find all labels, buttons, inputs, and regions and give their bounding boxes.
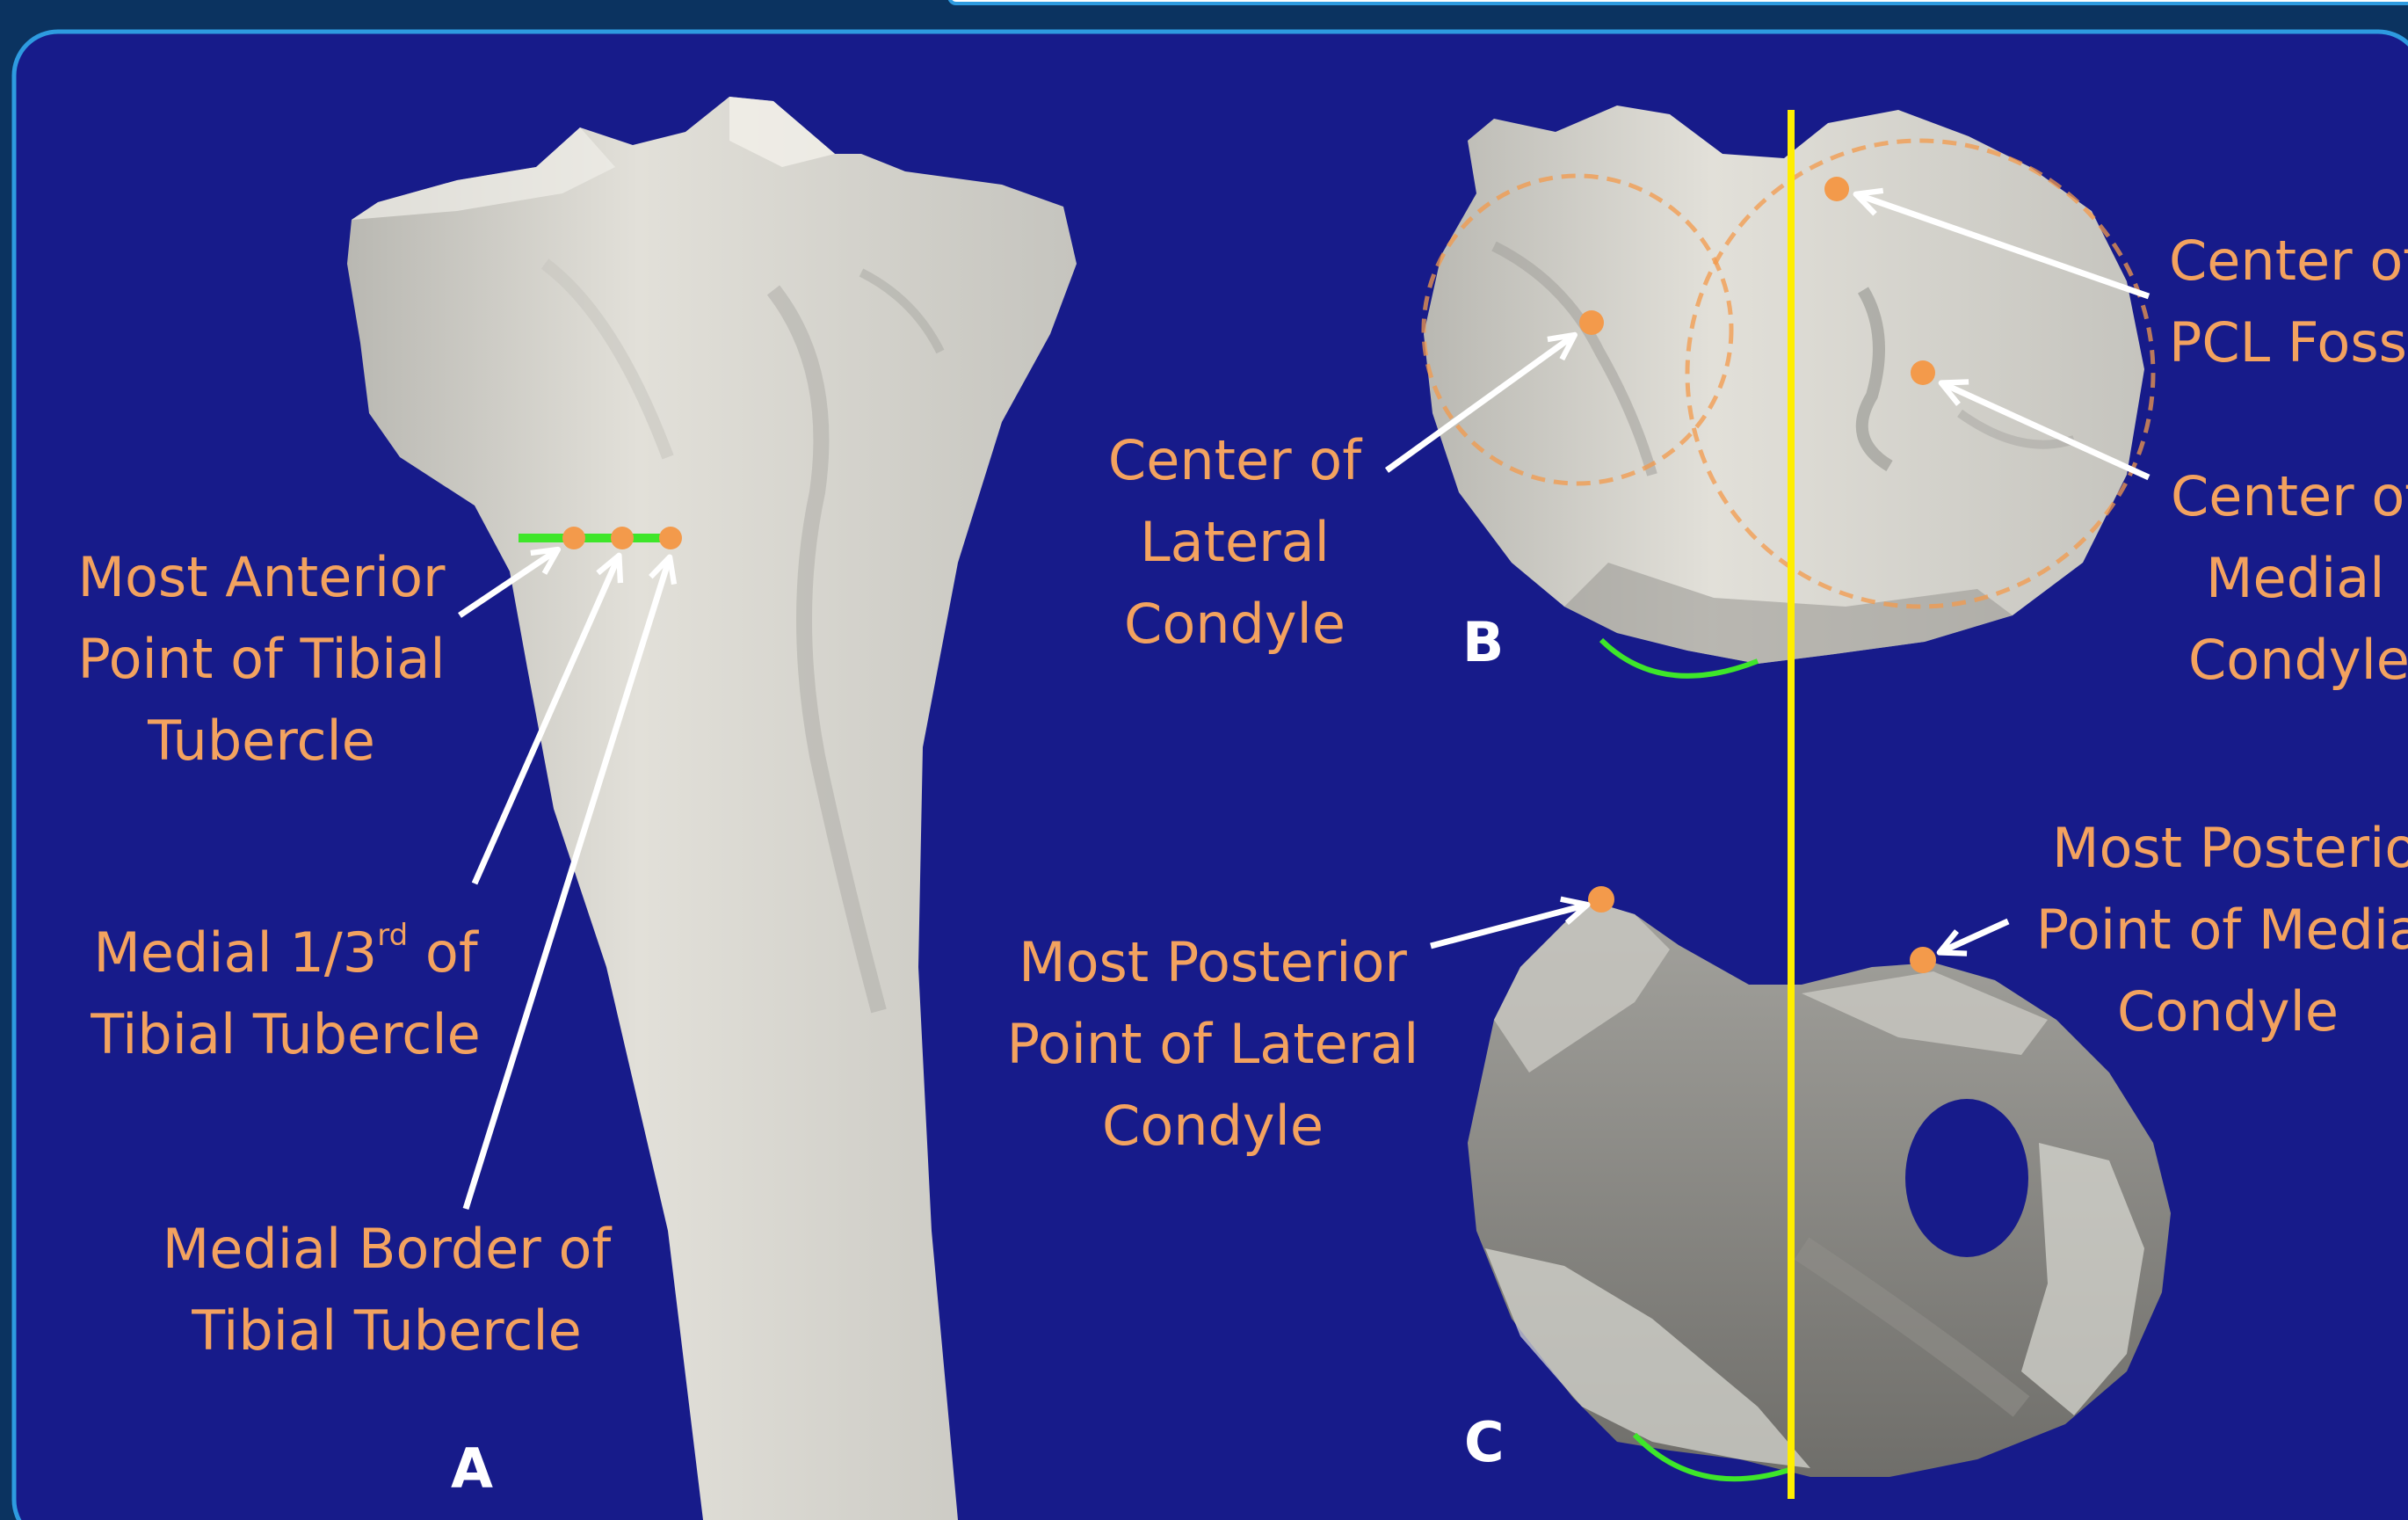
label-line: Lateral (1081, 501, 1389, 583)
label-line: Tubercle (62, 700, 461, 782)
label-center-medial-condyle: Center of Medial Condyle (2171, 455, 2408, 701)
label-line: Condyle (2017, 971, 2408, 1052)
label-line: Most Posterior (2017, 807, 2408, 889)
label-most-posterior-medial: Most Posterior Point of Medial Condyle (2017, 807, 2408, 1052)
landmark-dot-icon (1910, 947, 1936, 973)
label-line: Most Anterior (62, 536, 461, 618)
label-medial-third: Medial 1/3rd of Tibial Tubercle (75, 895, 497, 1075)
landmark-dot-icon (659, 527, 682, 549)
label-line: Tibial Tubercle (75, 993, 497, 1075)
top-tab-edge (949, 0, 2408, 4)
landmark-dot-icon (1911, 360, 1935, 385)
label-prefix: Medial 1/3 (93, 920, 377, 985)
label-line: Center of (1081, 419, 1389, 501)
label-superscript: rd (377, 918, 408, 953)
label-line: Point of Tibial (62, 618, 461, 700)
panel-letter-c: C (1464, 1415, 1505, 1470)
landmark-dot-icon (1579, 310, 1604, 335)
label-suffix: of (408, 920, 477, 985)
label-line: Tibial Tubercle (132, 1290, 642, 1371)
label-line: Point of Medial (2017, 889, 2408, 971)
label-medial-border: Medial Border of Tibial Tubercle (132, 1208, 642, 1371)
label-line: Center of (2169, 220, 2408, 302)
intercondylar-hole (1905, 1099, 2028, 1257)
label-line: Point of Lateral (1002, 1003, 1424, 1085)
label-line: Condyle (2171, 619, 2408, 701)
label-line: Condyle (1002, 1085, 1424, 1167)
panel-letter-b: B (1462, 615, 1504, 670)
landmark-dot-icon (562, 527, 585, 549)
landmark-dot-icon (611, 527, 634, 549)
landmark-dot-icon (1588, 886, 1614, 913)
label-center-lateral-condyle: Center of Lateral Condyle (1081, 419, 1389, 665)
label-center-pcl-fossa: Center of PCL Fossa (2169, 220, 2408, 383)
label-line: Condyle (1081, 583, 1389, 665)
label-line: Medial 1/3rd of (75, 895, 497, 993)
landmark-dot-icon (1824, 177, 1849, 201)
label-most-posterior-lateral: Most Posterior Point of Lateral Condyle (1002, 921, 1424, 1167)
label-line: Center of (2171, 455, 2408, 537)
label-line: Most Posterior (1002, 921, 1424, 1003)
label-line: Medial Border of (132, 1208, 642, 1290)
label-line: PCL Fossa (2169, 302, 2408, 383)
panel-letter-a: A (451, 1442, 493, 1496)
label-most-anterior-point: Most Anterior Point of Tibial Tubercle (62, 536, 461, 782)
label-line: Medial (2171, 537, 2408, 619)
